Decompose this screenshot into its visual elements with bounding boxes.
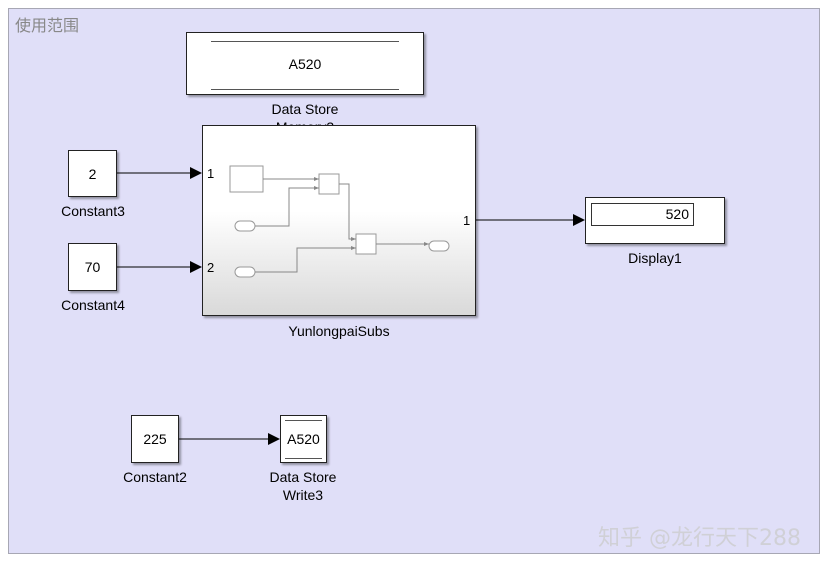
subsystem-label: YunlongpaiSubs — [288, 323, 390, 339]
watermark: 知乎 @龙行天下288 — [598, 526, 801, 551]
arrow-dsw — [268, 433, 280, 445]
constant4-value: 70 — [84, 259, 101, 275]
subsystem-in1-port: 1 — [207, 166, 215, 181]
constant3-label: Constant3 — [61, 203, 125, 219]
constant3-value: 2 — [88, 165, 97, 182]
data-store-write-block[interactable]: A520 — [280, 415, 327, 463]
subsystem-in2-port: 2 — [207, 260, 215, 275]
dsw-label: Data Store Write3 — [253, 468, 353, 504]
dsm-top-line — [211, 41, 399, 42]
arrow-in1 — [190, 167, 202, 179]
dsw-label-line1: Data Store — [269, 469, 337, 485]
subsystem-out1-port: 1 — [463, 213, 471, 228]
display-label: Display1 — [628, 250, 682, 266]
dsm-bottom-line — [211, 89, 399, 90]
arrow-display — [573, 214, 585, 226]
dsw-value: A520 — [287, 431, 320, 447]
data-store-memory-block[interactable]: A520 — [186, 32, 424, 95]
constant4-block[interactable]: 70 — [68, 243, 117, 291]
dsw-bottom-line — [285, 458, 322, 459]
constant4-label: Constant4 — [61, 297, 125, 313]
dsm-value: A520 — [288, 55, 322, 72]
constant2-label: Constant2 — [123, 469, 187, 485]
arrow-in2 — [190, 261, 202, 273]
dsm-label-line1: Data Store — [271, 101, 339, 117]
subsystem-block[interactable] — [202, 125, 476, 316]
area-title: 使用范围 — [15, 16, 80, 35]
subsystem-icon — [229, 165, 450, 278]
dsw-label-line2: Write3 — [282, 487, 324, 503]
constant2-block[interactable]: 225 — [131, 415, 179, 463]
constant3-block[interactable]: 2 — [68, 150, 117, 197]
display-readout: 520 — [591, 203, 694, 226]
constant2-value: 225 — [143, 431, 167, 447]
dsw-top-line — [285, 420, 322, 421]
display-block[interactable]: 520 — [585, 197, 725, 244]
